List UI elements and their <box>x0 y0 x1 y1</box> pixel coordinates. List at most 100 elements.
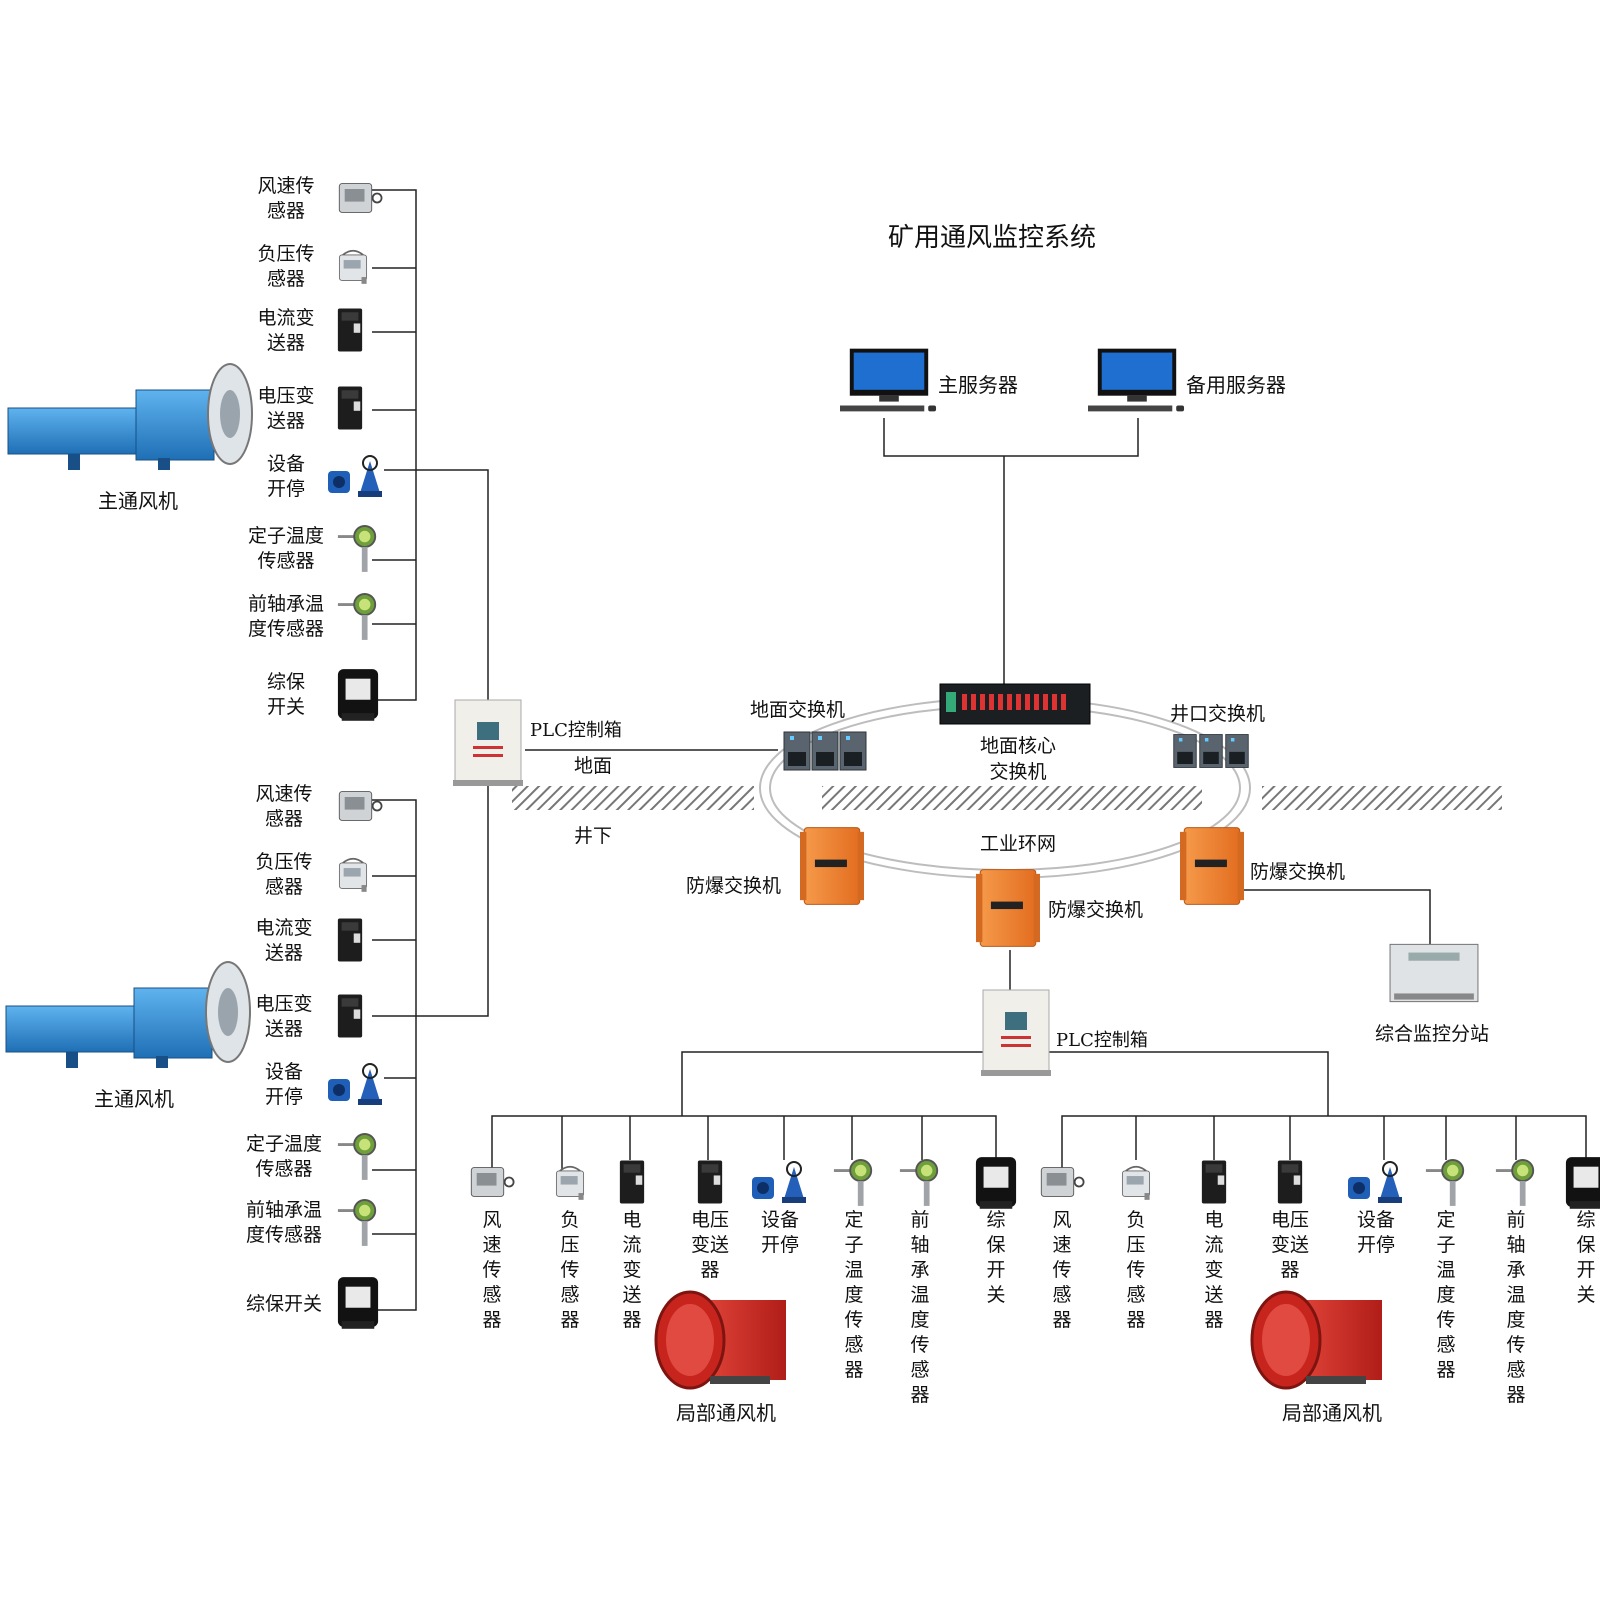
local2-sensor-label-3: 流 <box>1204 1234 1223 1256</box>
group2-sensor-label-7: 前轴承温 <box>246 1199 322 1221</box>
group2-sensor-label-2: 负压传 <box>255 851 312 873</box>
backup-server-label: 备用服务器 <box>1186 373 1286 397</box>
local2-sensor-label-2: 传 <box>1126 1259 1145 1281</box>
local2-sensor-label-5: 开停 <box>1357 1234 1395 1256</box>
plc-box-surface-icon <box>452 699 524 787</box>
local1-sensor-label-2: 负 <box>560 1209 579 1231</box>
local2-sensor-label-8: 保 <box>1576 1234 1595 1256</box>
main-fan-bottom-label: 主通风机 <box>94 1087 174 1111</box>
group2-sensor-label-1: 风速传 <box>255 783 312 805</box>
shaft-switch-label: 井口交换机 <box>1170 703 1265 725</box>
group1-sensor-icon-8 <box>337 669 379 721</box>
local1-sensor-label-6: 感 <box>844 1334 863 1356</box>
ground-switch-icon <box>783 731 811 771</box>
local2-sensor-label-2: 感 <box>1126 1284 1145 1306</box>
shaft-switch-icon <box>1225 734 1249 768</box>
group2-sensor-label-1: 感器 <box>265 808 303 830</box>
group1-sensor-label-6: 定子温度 <box>248 525 324 547</box>
local-fan-right <box>1250 1290 1382 1390</box>
local1-sensor-label-4: 器 <box>700 1259 719 1281</box>
ground-divider-left <box>512 786 754 810</box>
local1-sensor-icon-7 <box>898 1158 939 1207</box>
local2-sensor-label-1: 器 <box>1052 1309 1071 1331</box>
main-server-label: 主服务器 <box>938 373 1018 397</box>
explosion-switch-center-label: 防爆交换机 <box>1048 899 1143 921</box>
local1-sensor-label-2: 器 <box>560 1309 579 1331</box>
local2-sensor-label-6: 器 <box>1436 1359 1455 1381</box>
local2-sensor-label-1: 风 <box>1052 1209 1071 1231</box>
device-layer <box>5 182 1600 1390</box>
explosion-switch-center-icon <box>976 869 1040 947</box>
ground-switch-icon <box>811 731 839 771</box>
group1-sensor-label-1: 感器 <box>267 200 305 222</box>
underground-label: 井下 <box>574 825 612 847</box>
core-switch-label: 交换机 <box>989 761 1046 783</box>
local1-sensor-icon-5 <box>751 1161 807 1204</box>
local1-sensor-label-4: 电压 <box>691 1209 729 1231</box>
group1-sensor-label-2: 感器 <box>267 268 305 290</box>
group2-sensor-label-5: 开停 <box>265 1086 303 1108</box>
group2-sensor-label-8: 综保开关 <box>246 1293 322 1315</box>
local2-sensor-icon-4 <box>1277 1160 1303 1204</box>
local1-sensor-label-1: 感 <box>482 1284 501 1306</box>
main-server-icon <box>840 348 937 412</box>
group1-sensor-icon-4 <box>337 386 363 430</box>
local2-sensor-label-7: 温 <box>1506 1284 1525 1306</box>
group1-sensor-label-8: 综保 <box>267 671 305 693</box>
local1-sensor-label-7: 度 <box>910 1309 929 1331</box>
group1-sensor-label-6: 传感器 <box>257 550 314 572</box>
group2-sensor-label-7: 度传感器 <box>246 1224 322 1246</box>
diagram-title: 矿用通风监控系统 <box>888 223 1096 253</box>
local2-sensor-label-3: 电 <box>1204 1209 1223 1231</box>
group2-sensor-icon-6 <box>336 1132 377 1181</box>
local2-sensor-label-2: 压 <box>1126 1234 1145 1256</box>
local1-sensor-label-5: 设备 <box>761 1209 799 1231</box>
explosion-switch-left-label: 防爆交换机 <box>686 875 781 897</box>
main-fan-top-label: 主通风机 <box>98 489 178 513</box>
local1-sensor-label-6: 子 <box>844 1234 863 1256</box>
group1-sensor-label-7: 度传感器 <box>248 618 324 640</box>
local1-sensor-label-7: 轴 <box>910 1234 929 1256</box>
backup-server-icon <box>1088 348 1185 412</box>
local1-sensor-label-7: 器 <box>910 1384 929 1406</box>
group1-sensor-icon-5 <box>327 455 383 498</box>
local1-sensor-label-3: 变 <box>622 1259 641 1281</box>
local1-sensor-label-7: 感 <box>910 1359 929 1381</box>
local1-sensor-label-6: 定 <box>844 1209 863 1231</box>
local2-sensor-icon-8 <box>1565 1157 1600 1209</box>
local1-sensor-icon-1 <box>470 1166 515 1198</box>
plc-box-surface-label: PLC控制箱 <box>530 720 622 741</box>
local2-sensor-label-7: 感 <box>1506 1359 1525 1381</box>
group1-sensor-label-4: 电压变 <box>257 385 314 407</box>
local2-sensor-label-7: 度 <box>1506 1309 1525 1331</box>
local1-sensor-label-3: 器 <box>622 1309 641 1331</box>
local1-sensor-label-1: 速 <box>482 1234 501 1256</box>
local1-sensor-label-8: 开 <box>986 1259 1005 1281</box>
group2-sensor-icon-2 <box>338 857 368 893</box>
group1-sensor-label-5: 设备 <box>267 453 305 475</box>
local2-sensor-icon-1 <box>1040 1166 1085 1198</box>
label-layer: 矿用通风监控系统主服务器备用服务器地面核心交换机地面交换机井口交换机工业环网防爆… <box>94 175 1596 1425</box>
local2-sensor-label-7: 承 <box>1506 1259 1525 1281</box>
local1-sensor-label-6: 器 <box>844 1359 863 1381</box>
local1-sensor-label-6: 温 <box>844 1259 863 1281</box>
local2-sensor-label-7: 轴 <box>1506 1234 1525 1256</box>
local2-sensor-label-8: 综 <box>1576 1209 1595 1231</box>
local2-sensor-label-7: 传 <box>1506 1334 1525 1356</box>
local1-sensor-label-1: 器 <box>482 1309 501 1331</box>
group1-sensor-label-3: 电流变 <box>257 307 314 329</box>
group2-sensor-label-2: 感器 <box>265 876 303 898</box>
local1-sensor-label-7: 前 <box>910 1209 929 1231</box>
local1-sensor-icon-2 <box>555 1165 585 1201</box>
group1-sensor-icon-6 <box>336 524 377 573</box>
local2-sensor-icon-6 <box>1424 1158 1465 1207</box>
local1-sensor-label-4: 变送 <box>691 1234 729 1256</box>
group1-sensor-label-2: 负压传 <box>257 243 314 265</box>
group2-sensor-label-3: 送器 <box>265 942 303 964</box>
ground-switch-label: 地面交换机 <box>750 699 845 721</box>
local1-sensor-label-8: 关 <box>986 1284 1005 1306</box>
group1-sensor-label-1: 风速传 <box>257 175 314 197</box>
local-fan-left <box>654 1290 786 1390</box>
